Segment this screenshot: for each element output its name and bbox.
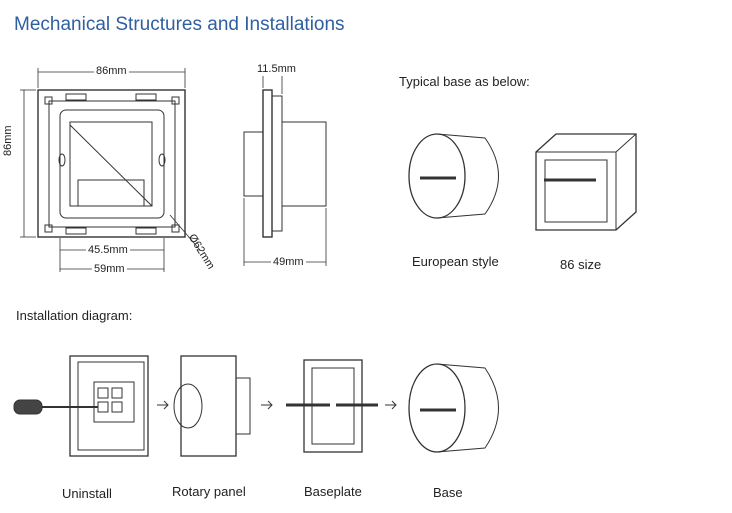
side-view (243, 76, 327, 266)
base-drawing (408, 363, 499, 453)
typical-base-heading: Typical base as below: (399, 74, 530, 89)
step-uninstall-label: Uninstall (62, 486, 112, 501)
step-base-label: Base (433, 485, 463, 500)
dim-side-depth: 49mm (271, 256, 306, 268)
rotary-panel-drawing (173, 355, 251, 457)
european-base-drawing (408, 133, 499, 219)
dim-inner: 45.5mm (86, 244, 130, 256)
baseplate-drawing (286, 359, 378, 453)
86-size-label: 86 size (560, 257, 602, 272)
uninstall-drawing (13, 355, 149, 457)
dim-depth: 11.5mm (257, 63, 296, 75)
front-view (20, 68, 201, 272)
installation-heading: Installation diagram: (16, 308, 133, 323)
european-style-label: European style (412, 254, 499, 269)
page-title: Mechanical Structures and Installations (14, 14, 345, 35)
step-arrows (157, 400, 397, 410)
dim-mount: 59mm (92, 263, 127, 275)
step-rotary-panel-label: Rotary panel (172, 484, 246, 499)
dim-height: 86mm (2, 125, 14, 156)
dim-width: 86mm (94, 65, 129, 77)
box-base-drawing (535, 133, 637, 231)
step-baseplate-label: Baseplate (304, 484, 362, 499)
